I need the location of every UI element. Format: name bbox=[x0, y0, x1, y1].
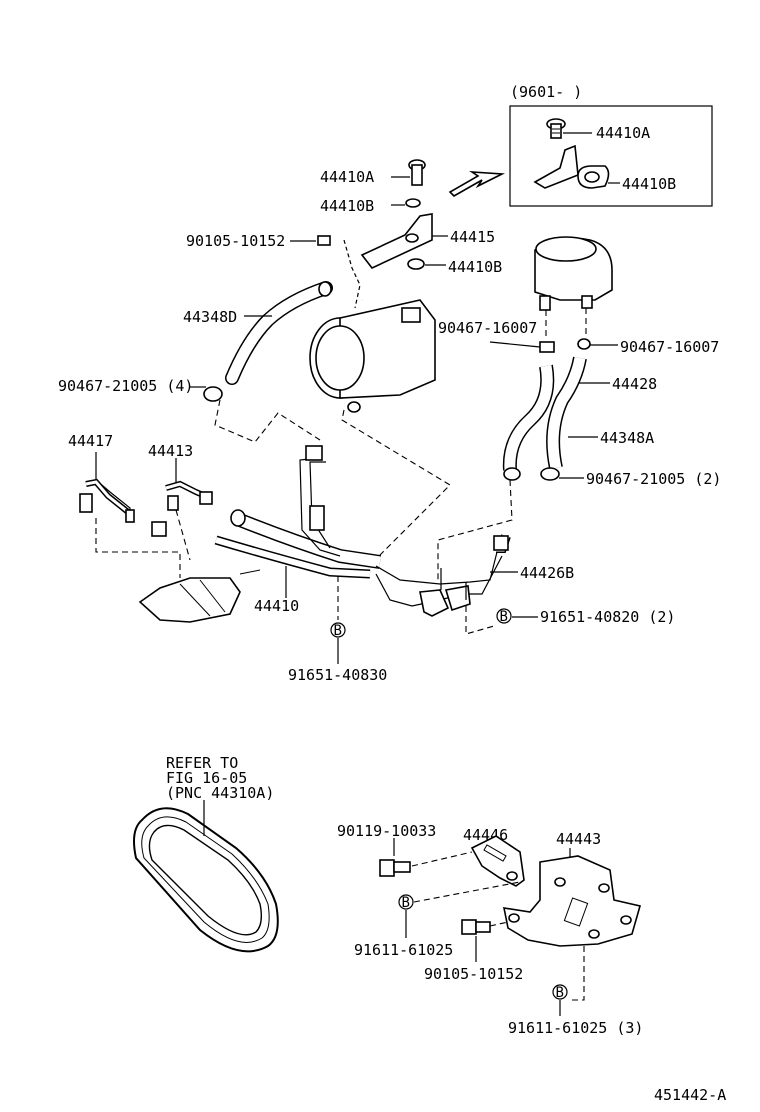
bolt-90119-10033 bbox=[379, 859, 411, 877]
steering-gear-housing bbox=[138, 569, 261, 623]
clamp-90467-21005 bbox=[203, 386, 223, 402]
label-90467-21005-2: 90467-21005 (2) bbox=[586, 470, 721, 488]
label-90467-16007-a: 90467-16007 bbox=[438, 319, 537, 337]
label-90105-10152-bottom: 90105-10152 bbox=[424, 965, 523, 983]
inset-bracket-icon bbox=[533, 144, 579, 189]
bolt-90105-top bbox=[317, 235, 331, 246]
grommet bbox=[151, 521, 167, 537]
refer-line-2: FIG 16-05 bbox=[166, 769, 247, 787]
washer-44410B bbox=[405, 198, 421, 208]
clamp-90467-16007-b bbox=[577, 338, 591, 350]
reservoir-tank bbox=[534, 236, 613, 311]
inset-frame bbox=[509, 105, 713, 207]
figure-id: 451442-A bbox=[654, 1086, 726, 1104]
inset-bolt-icon bbox=[546, 118, 566, 139]
inset-detail: (9601- ) 44410A 44410B bbox=[509, 83, 713, 207]
label-44348A: 44348A bbox=[600, 429, 654, 447]
svg-text:B: B bbox=[556, 985, 564, 1001]
refer-line-1: REFER TO bbox=[166, 754, 238, 772]
bolt-90105-10152-bottom bbox=[461, 919, 491, 935]
label-44415: 44415 bbox=[450, 228, 495, 246]
label-44443: 44443 bbox=[556, 830, 601, 848]
label-90105-top: 90105-10152 bbox=[186, 232, 285, 250]
refer-line-3: (PNC 44310A) bbox=[166, 784, 274, 802]
label-90467-21005-4: 90467-21005 (4) bbox=[58, 377, 193, 395]
label-44413: 44413 bbox=[148, 442, 193, 460]
label-90467-16007-b: 90467-16007 bbox=[620, 338, 719, 356]
label-44348D: 44348D bbox=[183, 308, 237, 326]
svg-text:B: B bbox=[334, 623, 342, 639]
pipe-bracket bbox=[419, 589, 450, 617]
clamp-90467-16007-a bbox=[539, 341, 555, 353]
bolt-44410A bbox=[408, 159, 426, 186]
b-marker-91651-40820: B bbox=[496, 608, 512, 625]
label-44410A: 44410A bbox=[320, 168, 374, 186]
bracket-44443 bbox=[502, 855, 642, 947]
direction-arrow-icon bbox=[448, 171, 505, 197]
label-44410: 44410 bbox=[254, 597, 299, 615]
label-91651-40820: 91651-40820 (2) bbox=[540, 608, 675, 626]
inset-label-44410A: 44410A bbox=[596, 124, 650, 142]
clamp-90467-21005-2 bbox=[540, 467, 560, 481]
label-91651-40830: 91651-40830 bbox=[288, 666, 387, 684]
label-90119-10033: 90119-10033 bbox=[337, 822, 436, 840]
bracket-44446 bbox=[470, 835, 525, 887]
label-44428: 44428 bbox=[612, 375, 657, 393]
inset-date-range: (9601- ) bbox=[510, 83, 582, 101]
clip-44410B-mid bbox=[407, 258, 425, 270]
svg-text:B: B bbox=[402, 895, 410, 911]
tube-44417 bbox=[79, 452, 135, 523]
inset-label-44410B: 44410B bbox=[622, 175, 676, 193]
b-marker-91611-3: B bbox=[552, 984, 568, 1001]
b-marker-91651-40830: B bbox=[330, 622, 346, 639]
inset-clip-icon bbox=[577, 165, 610, 189]
label-91611-61025-3: 91611-61025 (3) bbox=[508, 1019, 643, 1037]
label-44417: 44417 bbox=[68, 432, 113, 450]
label-44410B-top: 44410B bbox=[320, 197, 374, 215]
drive-belt bbox=[133, 807, 279, 953]
label-44426B: 44426B bbox=[520, 564, 574, 582]
label-91611-61025: 91611-61025 bbox=[354, 941, 453, 959]
fitting-44426B bbox=[493, 535, 509, 551]
tube-44413 bbox=[165, 458, 213, 511]
bracket-44415 bbox=[360, 213, 433, 269]
b-marker-91611-a: B bbox=[398, 894, 414, 911]
label-44410B-mid: 44410B bbox=[448, 258, 502, 276]
svg-text:B: B bbox=[500, 609, 508, 625]
power-steering-pump bbox=[309, 299, 436, 413]
